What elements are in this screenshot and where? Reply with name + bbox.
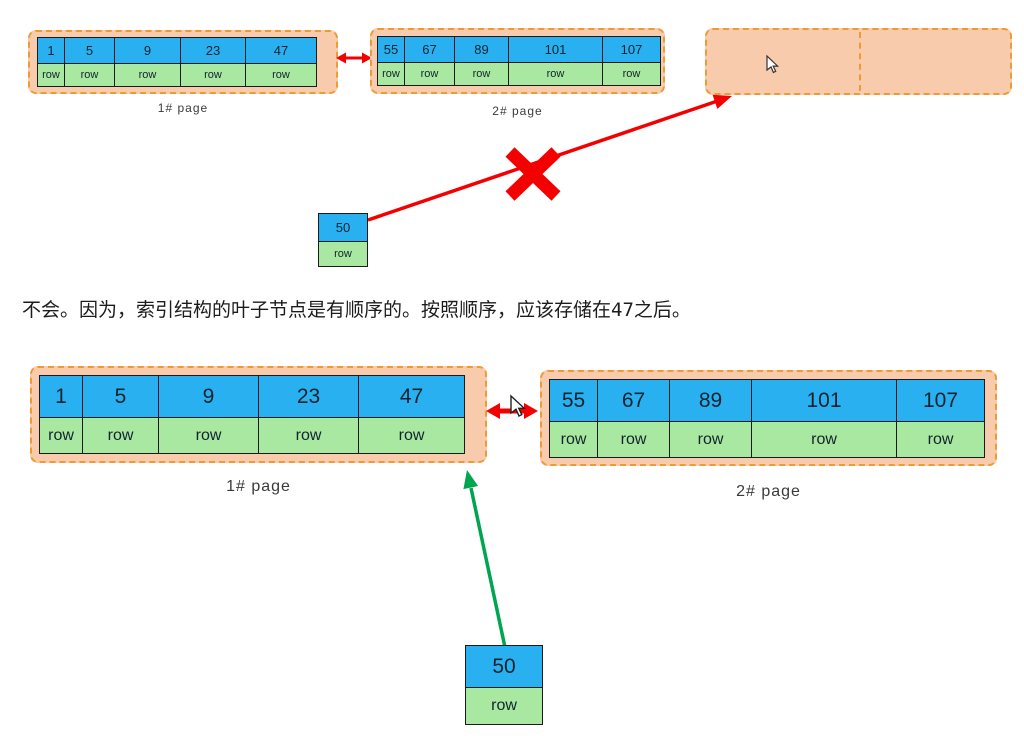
page2-top-container: 55 67 89 101 107 row row row row row xyxy=(370,28,665,94)
key-cell: 101 xyxy=(752,380,897,422)
key-cell: 55 xyxy=(550,380,598,422)
row-row: row row row row row xyxy=(378,63,660,85)
row-cell: row xyxy=(38,64,65,86)
key-row: 1 5 9 23 47 xyxy=(40,376,464,418)
row-cell: row xyxy=(40,418,83,453)
answer-text-before: 不会。因为，索引结构的叶子节点是有顺序的。按照顺序，应该存储在 xyxy=(22,300,612,321)
key-row: 1 5 9 23 47 xyxy=(38,38,316,64)
key-cell: 5 xyxy=(83,376,159,418)
key-cell: 67 xyxy=(598,380,670,422)
row-row: row row row row row xyxy=(40,418,464,453)
key-cell: 47 xyxy=(359,376,464,418)
row-cell: row xyxy=(246,64,316,86)
page2-top-table: 55 67 89 101 107 row row row row row xyxy=(377,36,661,86)
row-row: row row row row row xyxy=(38,64,316,86)
row-cell: row xyxy=(181,64,246,86)
insert-key-cell: 50 xyxy=(466,646,542,688)
key-cell: 47 xyxy=(246,38,316,64)
key-cell: 5 xyxy=(65,38,115,64)
row-cell: row xyxy=(603,63,660,85)
row-cell: row xyxy=(159,418,259,453)
x-mark-icon xyxy=(505,147,561,201)
key-row: 55 67 89 101 107 xyxy=(550,380,984,422)
page1-bottom-table: 1 5 9 23 47 row row row row row xyxy=(39,375,465,454)
page2-bottom-label: 2# page xyxy=(736,483,801,500)
key-cell: 23 xyxy=(259,376,359,418)
row-cell: row xyxy=(115,64,181,86)
row-cell: row xyxy=(550,422,598,457)
key-cell: 55 xyxy=(378,37,405,63)
insert-row-cell: row xyxy=(319,242,367,266)
answer-text: 不会。因为，索引结构的叶子节点是有顺序的。按照顺序，应该存储在47之后。 xyxy=(22,295,691,322)
row-cell: row xyxy=(752,422,897,457)
mouse-cursor-icon xyxy=(510,394,526,417)
empty-page-container xyxy=(705,28,1012,95)
page1-bottom-label: 1# page xyxy=(226,478,291,495)
key-cell: 23 xyxy=(181,38,246,64)
row-cell: row xyxy=(670,422,752,457)
row-cell: row xyxy=(405,63,455,85)
key-cell: 107 xyxy=(603,37,660,63)
row-cell: row xyxy=(509,63,603,85)
key-cell: 1 xyxy=(40,376,83,418)
insert-key-cell: 50 xyxy=(319,214,367,242)
mouse-cursor-icon xyxy=(766,54,780,74)
row-cell: row xyxy=(598,422,670,457)
page1-bottom-container: 1 5 9 23 47 row row row row row xyxy=(30,366,487,463)
row-cell: row xyxy=(455,63,509,85)
insert-record-box-bottom: 50 row xyxy=(465,645,543,725)
key-cell: 1 xyxy=(38,38,65,64)
page1-top-label: 1# page xyxy=(157,101,209,115)
key-cell: 107 xyxy=(897,380,984,422)
empty-page-divider xyxy=(859,32,861,91)
row-cell: row xyxy=(359,418,464,453)
answer-text-after: 之后。 xyxy=(633,300,691,321)
green-arrow-icon xyxy=(463,470,508,653)
page2-bottom-container: 55 67 89 101 107 row row row row row xyxy=(540,370,997,466)
page2-top-label: 2# page xyxy=(492,104,543,118)
key-cell: 9 xyxy=(159,376,259,418)
key-cell: 89 xyxy=(670,380,752,422)
answer-text-highlight: 47 xyxy=(611,299,634,321)
key-cell: 9 xyxy=(115,38,181,64)
key-row: 55 67 89 101 107 xyxy=(378,37,660,63)
page1-top-table: 1 5 9 23 47 row row row row row xyxy=(37,37,317,87)
key-cell: 67 xyxy=(405,37,455,63)
insert-row-cell: row xyxy=(466,688,542,724)
red-double-arrow-icon xyxy=(336,52,372,64)
row-cell: row xyxy=(378,63,405,85)
row-cell: row xyxy=(65,64,115,86)
row-cell: row xyxy=(897,422,984,457)
insert-record-box-top: 50 row xyxy=(318,213,368,267)
page1-top-container: 1 5 9 23 47 row row row row row xyxy=(28,30,338,94)
row-cell: row xyxy=(259,418,359,453)
row-row: row row row row row xyxy=(550,422,984,457)
page2-bottom-table: 55 67 89 101 107 row row row row row xyxy=(549,379,985,458)
key-cell: 89 xyxy=(455,37,509,63)
key-cell: 101 xyxy=(509,37,603,63)
row-cell: row xyxy=(83,418,159,453)
